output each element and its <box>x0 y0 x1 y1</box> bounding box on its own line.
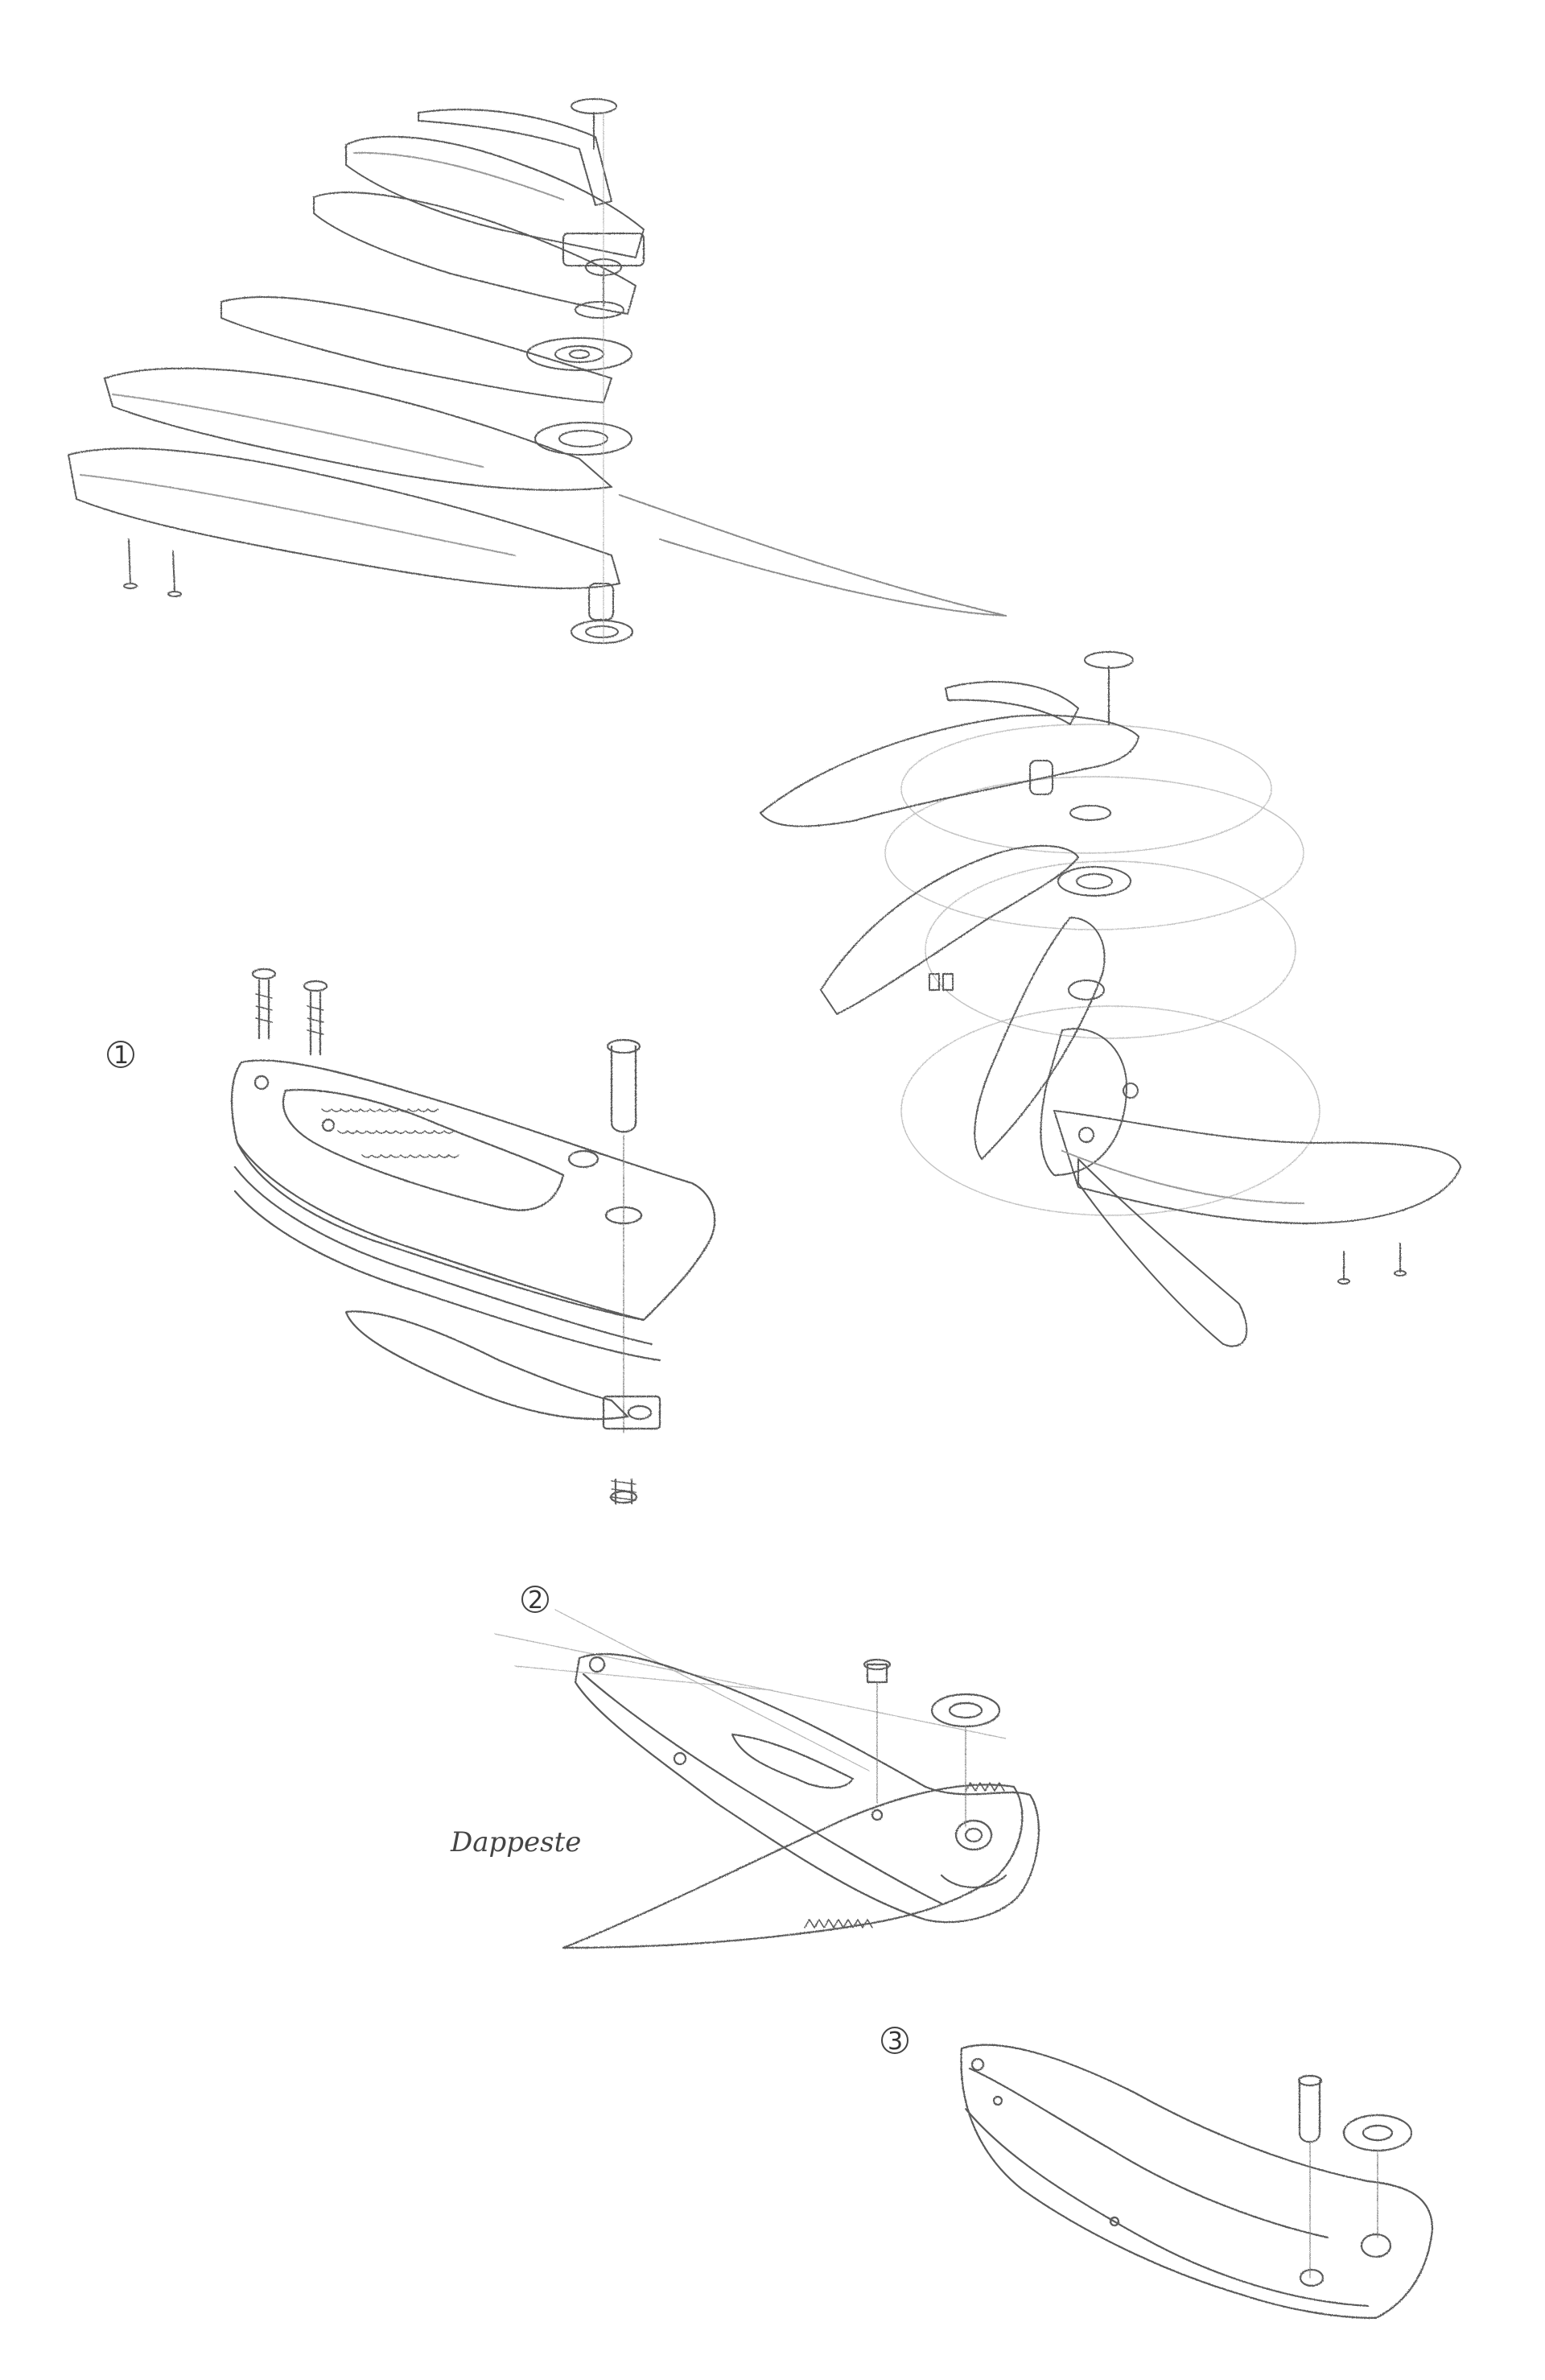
clip-step-1 <box>346 1311 628 1419</box>
handle-step-2 <box>575 1654 1039 1922</box>
artist-signature: Dappeste <box>450 1826 581 1858</box>
knife-step-2 <box>495 1610 1039 1948</box>
pivot-barrel <box>589 584 613 620</box>
blade-layer <box>221 297 612 402</box>
thumb-stud-step-2 <box>867 1664 887 1682</box>
handle-scale-2 <box>68 448 620 588</box>
handle-scale-right-3 <box>1054 1111 1461 1223</box>
pivot-barrel-1 <box>612 1046 636 1132</box>
handle-step-3 <box>961 2045 1432 2318</box>
long-blade-right <box>1078 1159 1246 1347</box>
step-3-label: 3 <box>888 2027 903 2056</box>
handle-scale-right-2 <box>821 846 1078 1014</box>
washer-step-3 <box>1344 2115 1411 2151</box>
step-1-label: 1 <box>113 1042 129 1070</box>
handle-body <box>232 1060 715 1320</box>
screw-1 <box>253 969 275 979</box>
blade-outline <box>620 495 1006 616</box>
handle-scale-1 <box>346 137 644 258</box>
washer-step-2 <box>932 1694 999 1726</box>
step-2-marker: 2 <box>522 1586 548 1615</box>
step-3-marker: 3 <box>882 2027 908 2056</box>
handle-scale-right-1 <box>760 716 1139 827</box>
liner-right <box>1040 1029 1127 1175</box>
washer-2 <box>535 423 632 455</box>
exploded-knife-top-left <box>68 99 1006 644</box>
bottom-screw-1 <box>611 1491 637 1503</box>
assembled-knife-step-1 <box>232 969 715 1503</box>
step-2-label: 2 <box>528 1586 543 1615</box>
top-screw-head <box>571 99 616 113</box>
screw-2 <box>304 981 327 991</box>
step-1-marker: 1 <box>108 1042 134 1070</box>
liner-1 <box>314 192 636 314</box>
grip-panel <box>283 1090 563 1211</box>
washer-1 <box>575 302 624 318</box>
exploded-knife-right <box>760 652 1461 1347</box>
blade-right <box>974 918 1104 1159</box>
pocket-clip-right <box>946 682 1078 724</box>
knife-step-3 <box>961 2045 1432 2318</box>
pivot-barrel-3 <box>1300 2081 1320 2142</box>
serrated-blade <box>563 1784 1022 1948</box>
liner-2 <box>105 369 612 490</box>
washer-right <box>1058 867 1131 896</box>
